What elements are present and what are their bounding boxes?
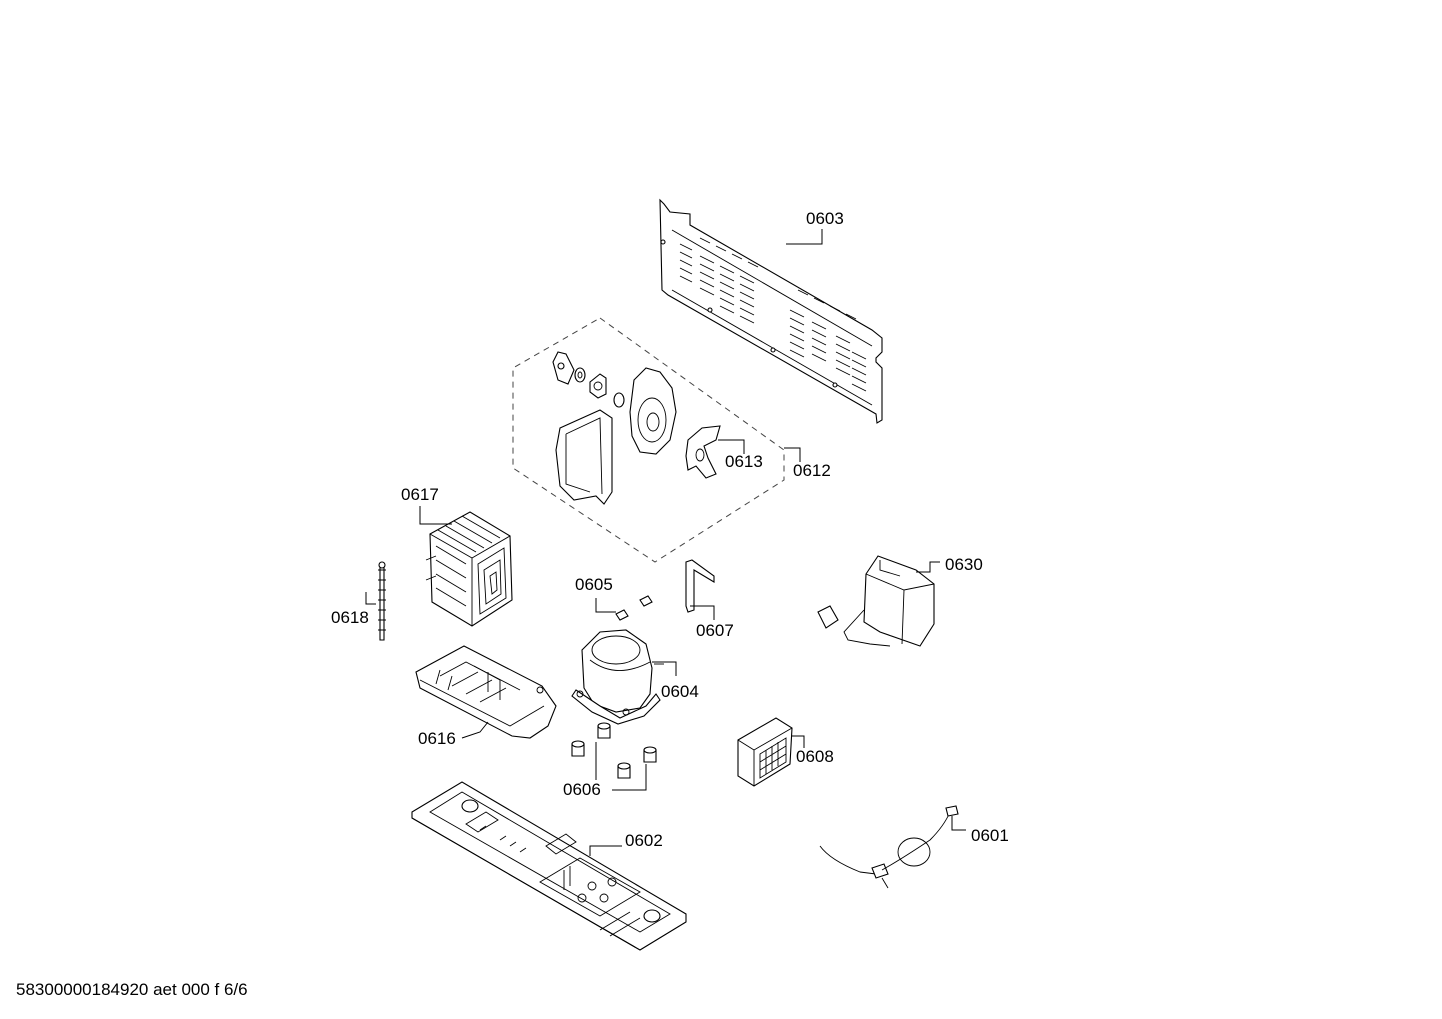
document-code: 58300000184920 aet 000 f 6/6: [16, 980, 248, 999]
label-0603: 0603: [806, 209, 844, 228]
part-0607-bracket[interactable]: [685, 559, 715, 613]
part-0618-pipe[interactable]: [378, 561, 386, 641]
label-0630: 0630: [945, 555, 983, 574]
label-0604: 0604: [661, 682, 699, 701]
part-0608-filter[interactable]: [737, 717, 793, 787]
label-0612: 0612: [793, 461, 831, 480]
label-0605: 0605: [575, 575, 613, 594]
part-0612-fan-assembly[interactable]: [512, 317, 785, 563]
label-0617: 0617: [401, 485, 439, 504]
label-0602: 0602: [625, 831, 663, 850]
part-0605-clip[interactable]: [615, 595, 653, 621]
label-0613: 0613: [725, 452, 763, 471]
part-0630-control-module[interactable]: [817, 555, 935, 647]
part-0602-bottom-plate[interactable]: [411, 781, 687, 951]
label-0601: 0601: [971, 826, 1009, 845]
part-0604-compressor[interactable]: [571, 629, 664, 725]
label-0608: 0608: [796, 747, 834, 766]
part-0603-rear-panel[interactable]: [659, 198, 883, 424]
part-0606-grommets[interactable]: [571, 722, 657, 779]
label-0607: 0607: [696, 621, 734, 640]
label-0606: 0606: [563, 780, 601, 799]
part-0601-sensor-cable[interactable]: [819, 805, 959, 889]
label-0616: 0616: [418, 729, 456, 748]
part-0616-base-tray[interactable]: [415, 645, 557, 739]
part-0617-condenser[interactable]: [425, 511, 513, 627]
label-0618: 0618: [331, 608, 369, 627]
